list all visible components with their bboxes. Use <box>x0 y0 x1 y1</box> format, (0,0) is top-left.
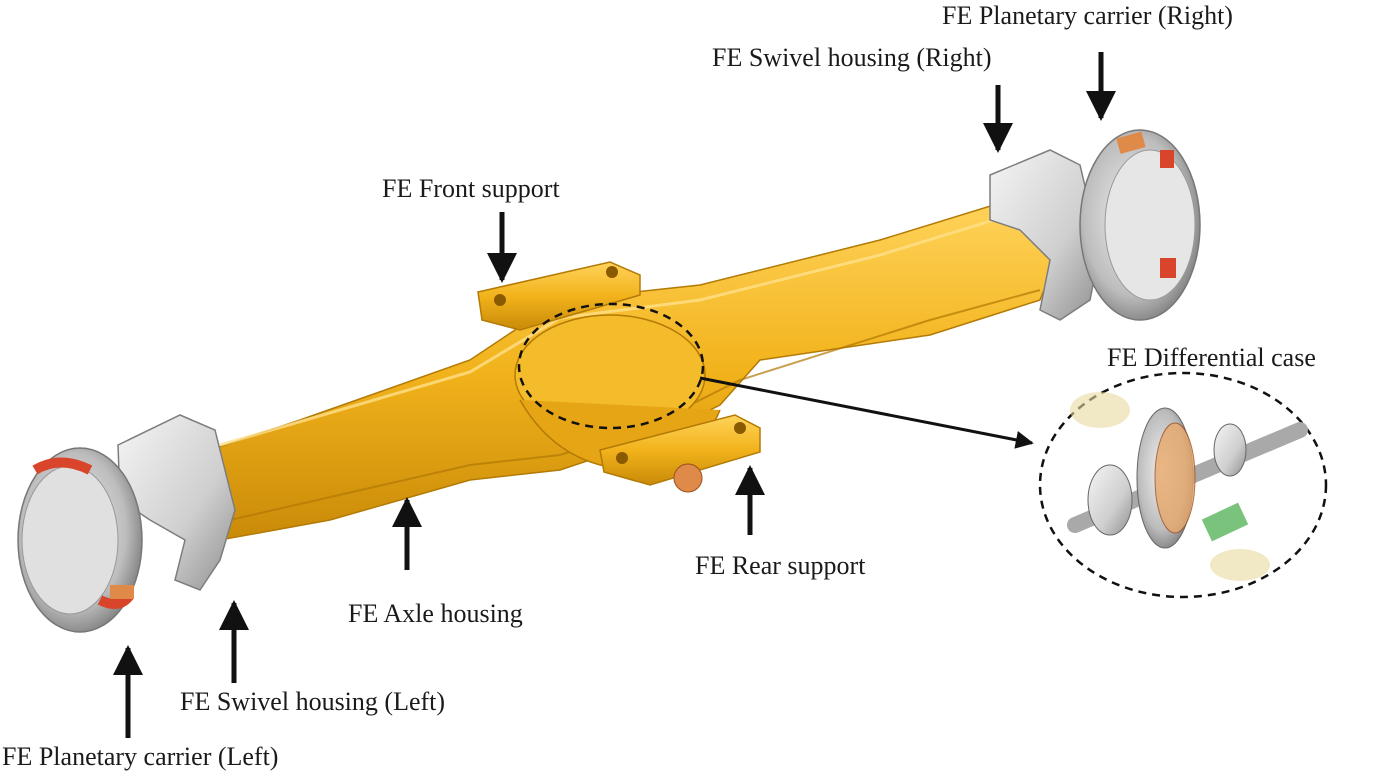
front-support-part <box>477 261 641 331</box>
differential-leader-line <box>699 376 1034 449</box>
differential-highlight-ellipse <box>517 302 705 430</box>
label-axle-housing: FE Axle housing <box>348 599 523 628</box>
right-wheel-end <box>989 129 1201 321</box>
label-differential-case: FE Differential case <box>1107 343 1316 372</box>
differential-inset <box>1038 371 1328 599</box>
label-front-support: FE Front support <box>382 174 560 203</box>
rear-support-part <box>599 414 761 493</box>
label-rear-support: FE Rear support <box>695 551 866 580</box>
axle-housing-body <box>148 199 1061 541</box>
label-swivel-housing-right: FE Swivel housing (Right) <box>712 43 992 72</box>
label-planetary-carrier-left: FE Planetary carrier (Left) <box>2 742 279 771</box>
label-planetary-carrier-right: FE Planetary carrier (Right) <box>942 1 1233 30</box>
label-swivel-housing-left: FE Swivel housing (Left) <box>180 687 446 716</box>
callout-arrows <box>113 52 1116 738</box>
left-wheel-end <box>17 414 236 633</box>
